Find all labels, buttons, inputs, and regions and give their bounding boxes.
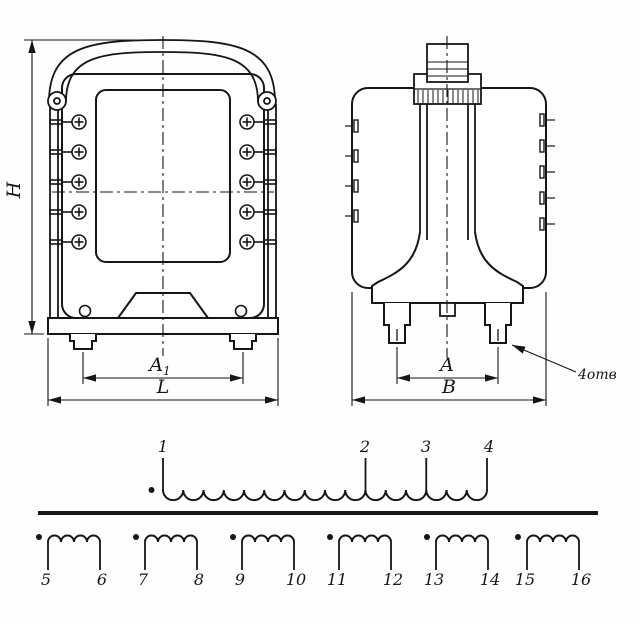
strap-lug-left [47,91,67,111]
dim-label-A1: A1 [147,354,170,378]
secondary-winding [326,533,392,571]
side-marks-right [539,113,555,231]
dimension-L: L [47,338,279,406]
front-view: H A1 L [3,36,279,406]
terminal-number-1: 1 [158,437,168,456]
dim-label-L: L [156,376,170,398]
flange-bolt-left [78,304,92,318]
secondary-winding [35,533,101,571]
holes-callout: 4отв [511,344,617,383]
mounting-foot-right [229,334,257,350]
front-center-lines [52,36,274,356]
dim-label-A1-subscript: 1 [163,364,171,378]
side-feet [383,303,512,344]
secondary-winding [423,533,489,571]
dimension-A: A [396,347,499,384]
dim-label-A1-letter: A [147,354,163,376]
mounting-strap [47,39,277,318]
terminal-number-5: 5 [41,570,51,589]
strap-lug-right-hole [263,97,271,105]
strap-lug-right [257,91,277,111]
leader-line [511,344,577,373]
flange-hatching [417,90,479,103]
terminal-number-3: 3 [421,437,431,456]
terminal-number-12: 12 [383,570,403,589]
dim-label-A: A [438,354,454,376]
strap-arch-outer [48,39,276,103]
flange-bolt-right [234,304,248,318]
side-marks-left [345,119,359,223]
strap-arch-inner [65,51,259,103]
terminal-number-2: 2 [359,437,370,456]
holes-label: 4отв [577,367,617,383]
terminal-number-6: 6 [97,570,107,589]
terminal-number-10: 10 [286,570,306,589]
side-foot-right [484,303,512,344]
secondary-windings [35,533,580,571]
terminal-number-11: 11 [327,570,347,589]
terminal-number-8: 8 [194,570,204,589]
bobbin-neck [419,104,476,240]
side-view: A B 4отв [345,36,617,406]
terminal-number-15: 15 [515,570,535,589]
dimension-H: H [3,39,158,335]
terminal-number-13: 13 [424,570,444,589]
dimension-B: B [351,292,547,406]
side-foot-left [383,303,411,344]
dim-label-B: B [441,376,456,398]
secondary-winding [514,533,580,571]
dim-label-H: H [3,181,25,199]
secondary-winding [229,533,295,571]
secondary-winding [132,533,198,571]
terminal-number-9: 9 [235,570,245,589]
terminal-number-7: 7 [138,570,149,589]
primary-winding [148,458,488,502]
top-terminal-block [413,43,482,105]
primary-coil [162,489,488,502]
terminal-number-16: 16 [571,570,591,589]
dimension-A1: A1 [82,352,244,384]
winding-schematic: 1 2 3 4 5 6 7 8 9 10 11 12 13 14 15 16 [35,437,598,589]
strap-lug-left-hole [53,97,61,105]
terminal-number-14: 14 [480,570,500,589]
terminal-number-4: 4 [483,437,494,456]
polarity-dot [148,487,155,493]
mounting-foot-left [69,334,97,350]
